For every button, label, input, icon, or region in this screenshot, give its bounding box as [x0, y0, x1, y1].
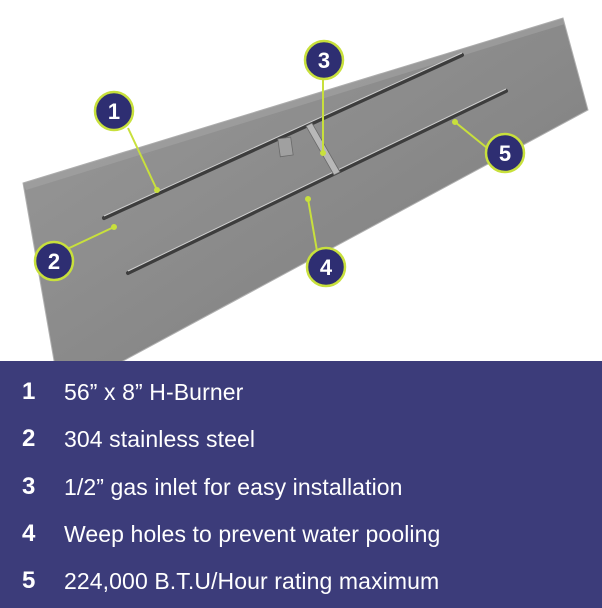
feature-text: 304 stainless steel — [64, 425, 256, 452]
product-photo: 1 2 3 4 5 — [22, 17, 589, 361]
feature-number: 5 — [22, 567, 36, 594]
features-panel: 1 56” x 8” H-Burner 2 304 stainless stee… — [0, 361, 602, 608]
feature-text: 1/2” gas inlet for easy installation — [64, 473, 403, 500]
callout-3-number: 3 — [318, 48, 330, 73]
callout-1: 1 — [93, 90, 135, 132]
feature-number: 4 — [22, 520, 36, 547]
fire-pit-pan-illustration: 1 2 3 4 5 — [22, 17, 589, 361]
burner-pipe-back — [102, 53, 464, 220]
callout-2: 2 — [33, 240, 75, 282]
feature-number: 3 — [22, 473, 36, 500]
callout-4: 4 — [305, 246, 347, 288]
callout-5-number: 5 — [499, 141, 511, 166]
callout-5: 5 — [484, 132, 526, 174]
callout-1-number: 1 — [108, 99, 120, 124]
access-plate — [277, 136, 294, 158]
callout-4-number: 4 — [320, 255, 333, 280]
callout-3: 3 — [303, 39, 345, 81]
feature-text: 224,000 B.T.U/Hour rating maximum — [64, 567, 440, 594]
feature-number: 1 — [22, 378, 36, 405]
feature-text: 56” x 8” H-Burner — [64, 378, 244, 405]
callout-2-number: 2 — [48, 249, 60, 274]
burner-pipe-front — [126, 89, 508, 275]
feature-number: 2 — [22, 425, 36, 452]
feature-text: Weep holes to prevent water pooling — [64, 520, 441, 547]
